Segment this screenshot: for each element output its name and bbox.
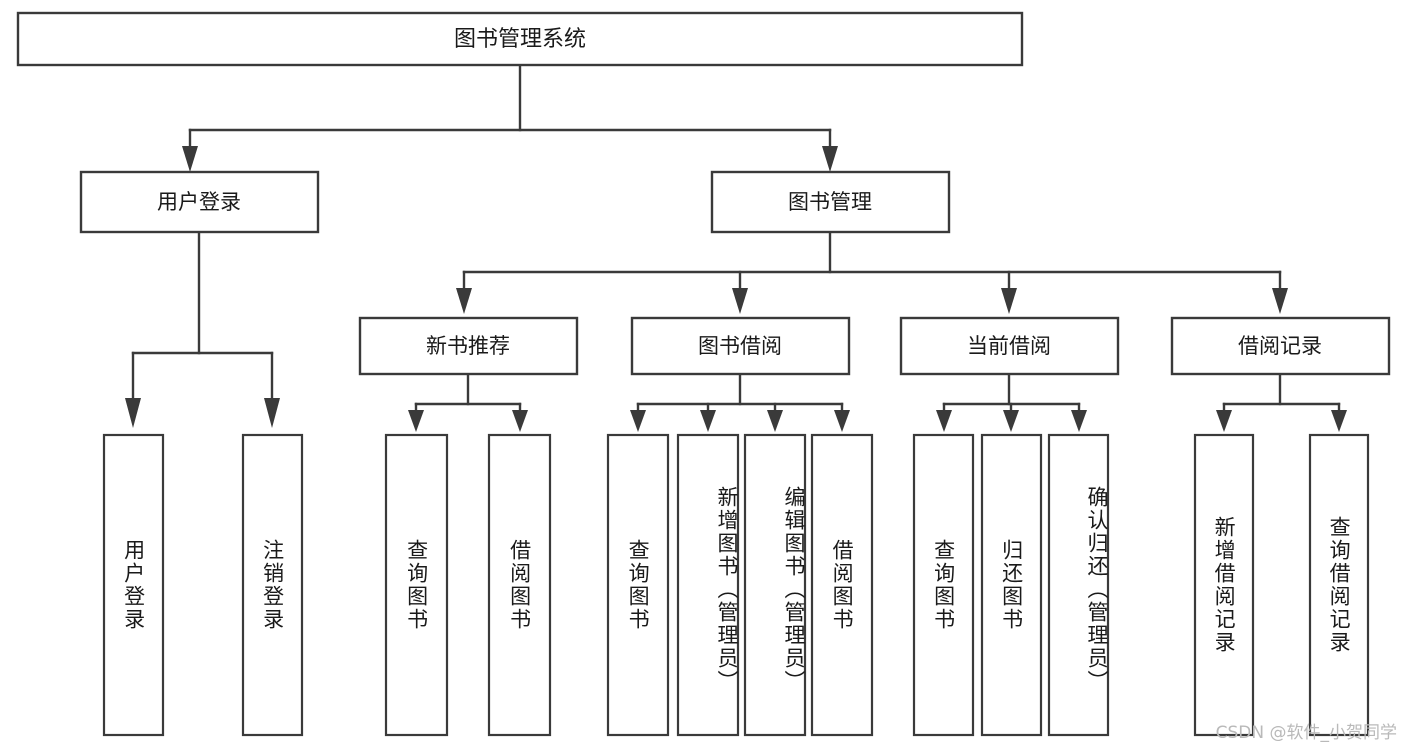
node-book-borrow[interactable]: 图书借阅: [630, 316, 851, 376]
leaf-box-add-book[interactable]: [676, 433, 740, 737]
node-user-login-label: 用户登录: [157, 190, 241, 214]
leaf-box-borrow-book-rec[interactable]: [487, 433, 552, 737]
node-book-manage[interactable]: 图书管理: [710, 170, 951, 234]
leaf-box-query-book-borrow[interactable]: [606, 433, 670, 737]
leaf-box-confirm-return[interactable]: [1047, 433, 1110, 737]
node-new-book-rec-label: 新书推荐: [426, 334, 510, 358]
node-new-book-rec[interactable]: 新书推荐: [358, 316, 579, 376]
node-borrow-record-label: 借阅记录: [1238, 334, 1322, 358]
leaf-box-query-record[interactable]: [1308, 433, 1370, 737]
node-book-borrow-label: 图书借阅: [698, 334, 782, 358]
leaf-box-return-book[interactable]: [980, 433, 1043, 737]
node-book-manage-label: 图书管理: [788, 190, 872, 214]
connector-bookborrow-to-leaves: [630, 372, 850, 432]
connector-root-to-level2: [182, 63, 838, 172]
connector-bookmanage-to-level3: [456, 230, 1288, 314]
node-root-label: 图书管理系统: [454, 27, 586, 52]
connector-currentborrow-to-leaves: [936, 372, 1087, 432]
leaf-box-borrow-book[interactable]: [810, 433, 874, 737]
node-current-borrow-label: 当前借阅: [967, 334, 1051, 358]
connector-userlogin-to-leaves: [125, 230, 280, 428]
connector-newbookrec-to-leaves: [408, 372, 528, 432]
leaf-box-query-book-rec[interactable]: [384, 433, 449, 737]
leaf-box-user-login[interactable]: [102, 433, 165, 737]
node-user-login[interactable]: 用户登录: [79, 170, 320, 234]
leaf-box-logout[interactable]: [241, 433, 304, 737]
node-root[interactable]: 图书管理系统: [16, 11, 1024, 67]
leaf-boxes: [102, 433, 1370, 737]
leaf-box-edit-book[interactable]: [743, 433, 807, 737]
leaf-box-add-record[interactable]: [1193, 433, 1255, 737]
node-current-borrow[interactable]: 当前借阅: [899, 316, 1120, 376]
connector-borrowrecord-to-leaves: [1216, 372, 1347, 432]
node-borrow-record[interactable]: 借阅记录: [1170, 316, 1391, 376]
leaf-box-query-book-cur[interactable]: [912, 433, 975, 737]
